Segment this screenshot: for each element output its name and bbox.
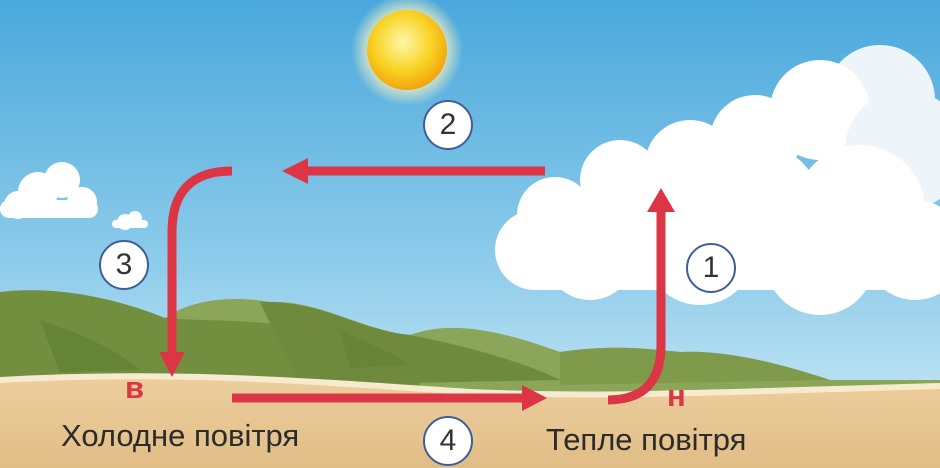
high-pressure-letter: в (125, 370, 145, 405)
low-pressure-letter: н (667, 378, 686, 413)
sun-icon (351, 0, 463, 106)
step-badge-2: 2 (423, 100, 473, 150)
step-badge-1: 1 (686, 243, 736, 293)
step-badge-3: 3 (99, 240, 149, 290)
cold-air-label: Холодне повітря (61, 418, 300, 453)
warm-air-label: Тепле повітря (546, 422, 747, 457)
circulation-arrows (159, 158, 675, 411)
cloud-small (0, 162, 148, 230)
cloud-large (495, 45, 940, 315)
arrow-1-rising (607, 212, 666, 405)
step-badge-4: 4 (423, 416, 473, 466)
arrow-3-sinking (167, 166, 233, 352)
